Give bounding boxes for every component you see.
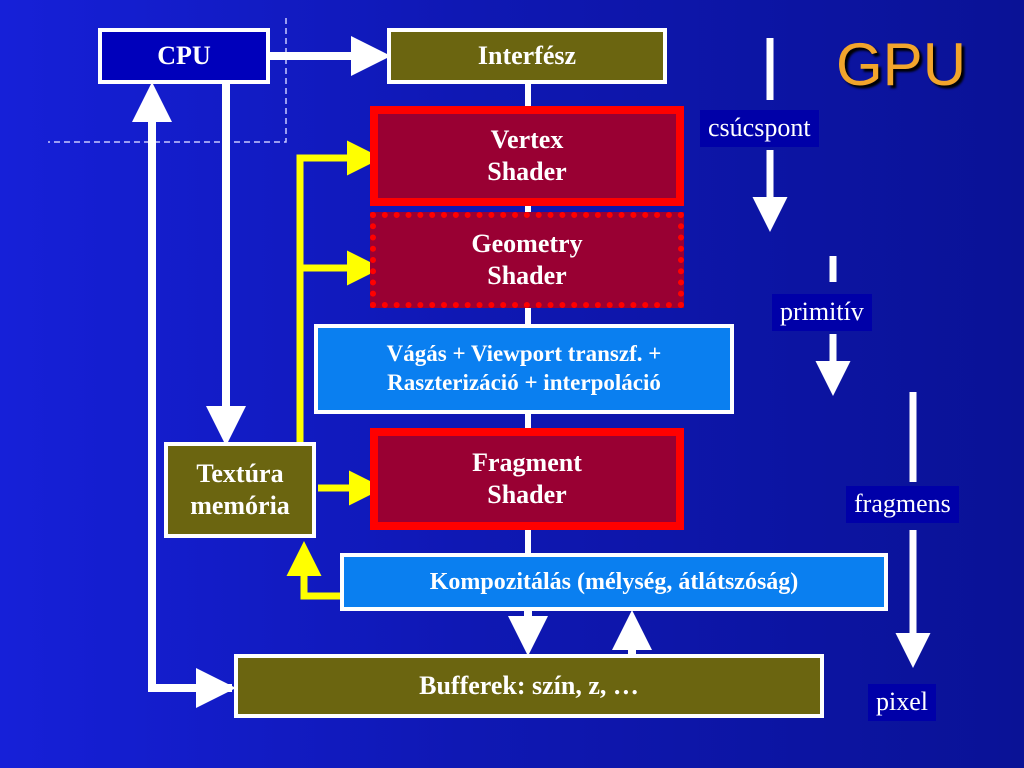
texture-memory-box: Textúra memória xyxy=(164,442,316,538)
buffers-box: Bufferek: szín, z, … xyxy=(234,654,824,718)
buffers-label: Bufferek: szín, z, … xyxy=(419,670,639,700)
stage-label-pixel: pixel xyxy=(868,684,936,721)
texture-to-vertex-arrow xyxy=(296,140,382,446)
stage-label-vertex: csúcspont xyxy=(700,110,819,147)
fragment-shader-label: Fragment Shader xyxy=(472,447,582,510)
clipping-rasterization-box: Vágás + Viewport transzf. + Raszterizáci… xyxy=(314,324,734,414)
compositing-to-texture-arrow xyxy=(286,541,340,600)
geometry-shader-label: Geometry Shader xyxy=(471,228,583,291)
interface-label: Interfész xyxy=(477,40,577,70)
compositing-label: Kompozitálás (mélység, átlátszóság) xyxy=(429,569,799,595)
interface-box: Interfész xyxy=(387,28,667,84)
buffers-to-cpu-arrow xyxy=(132,82,232,692)
cpu-label: CPU xyxy=(157,40,211,70)
stage-label-primitive: primitív xyxy=(772,294,872,331)
slide-title: GPU xyxy=(836,31,967,98)
compositing-box: Kompozitálás (mélység, átlátszóság) xyxy=(340,553,888,611)
cpu-box: CPU xyxy=(98,28,270,84)
vertex-shader-box: Vertex Shader xyxy=(370,106,684,206)
vertex-shader-label: Vertex Shader xyxy=(487,124,567,187)
fragment-shader-box: Fragment Shader xyxy=(370,428,684,530)
clipping-rasterization-label: Vágás + Viewport transzf. + Raszterizáci… xyxy=(386,341,662,395)
geometry-shader-box: Geometry Shader xyxy=(370,212,684,308)
texture-memory-label: Textúra memória xyxy=(190,458,290,521)
stage-label-fragment: fragmens xyxy=(846,486,959,523)
